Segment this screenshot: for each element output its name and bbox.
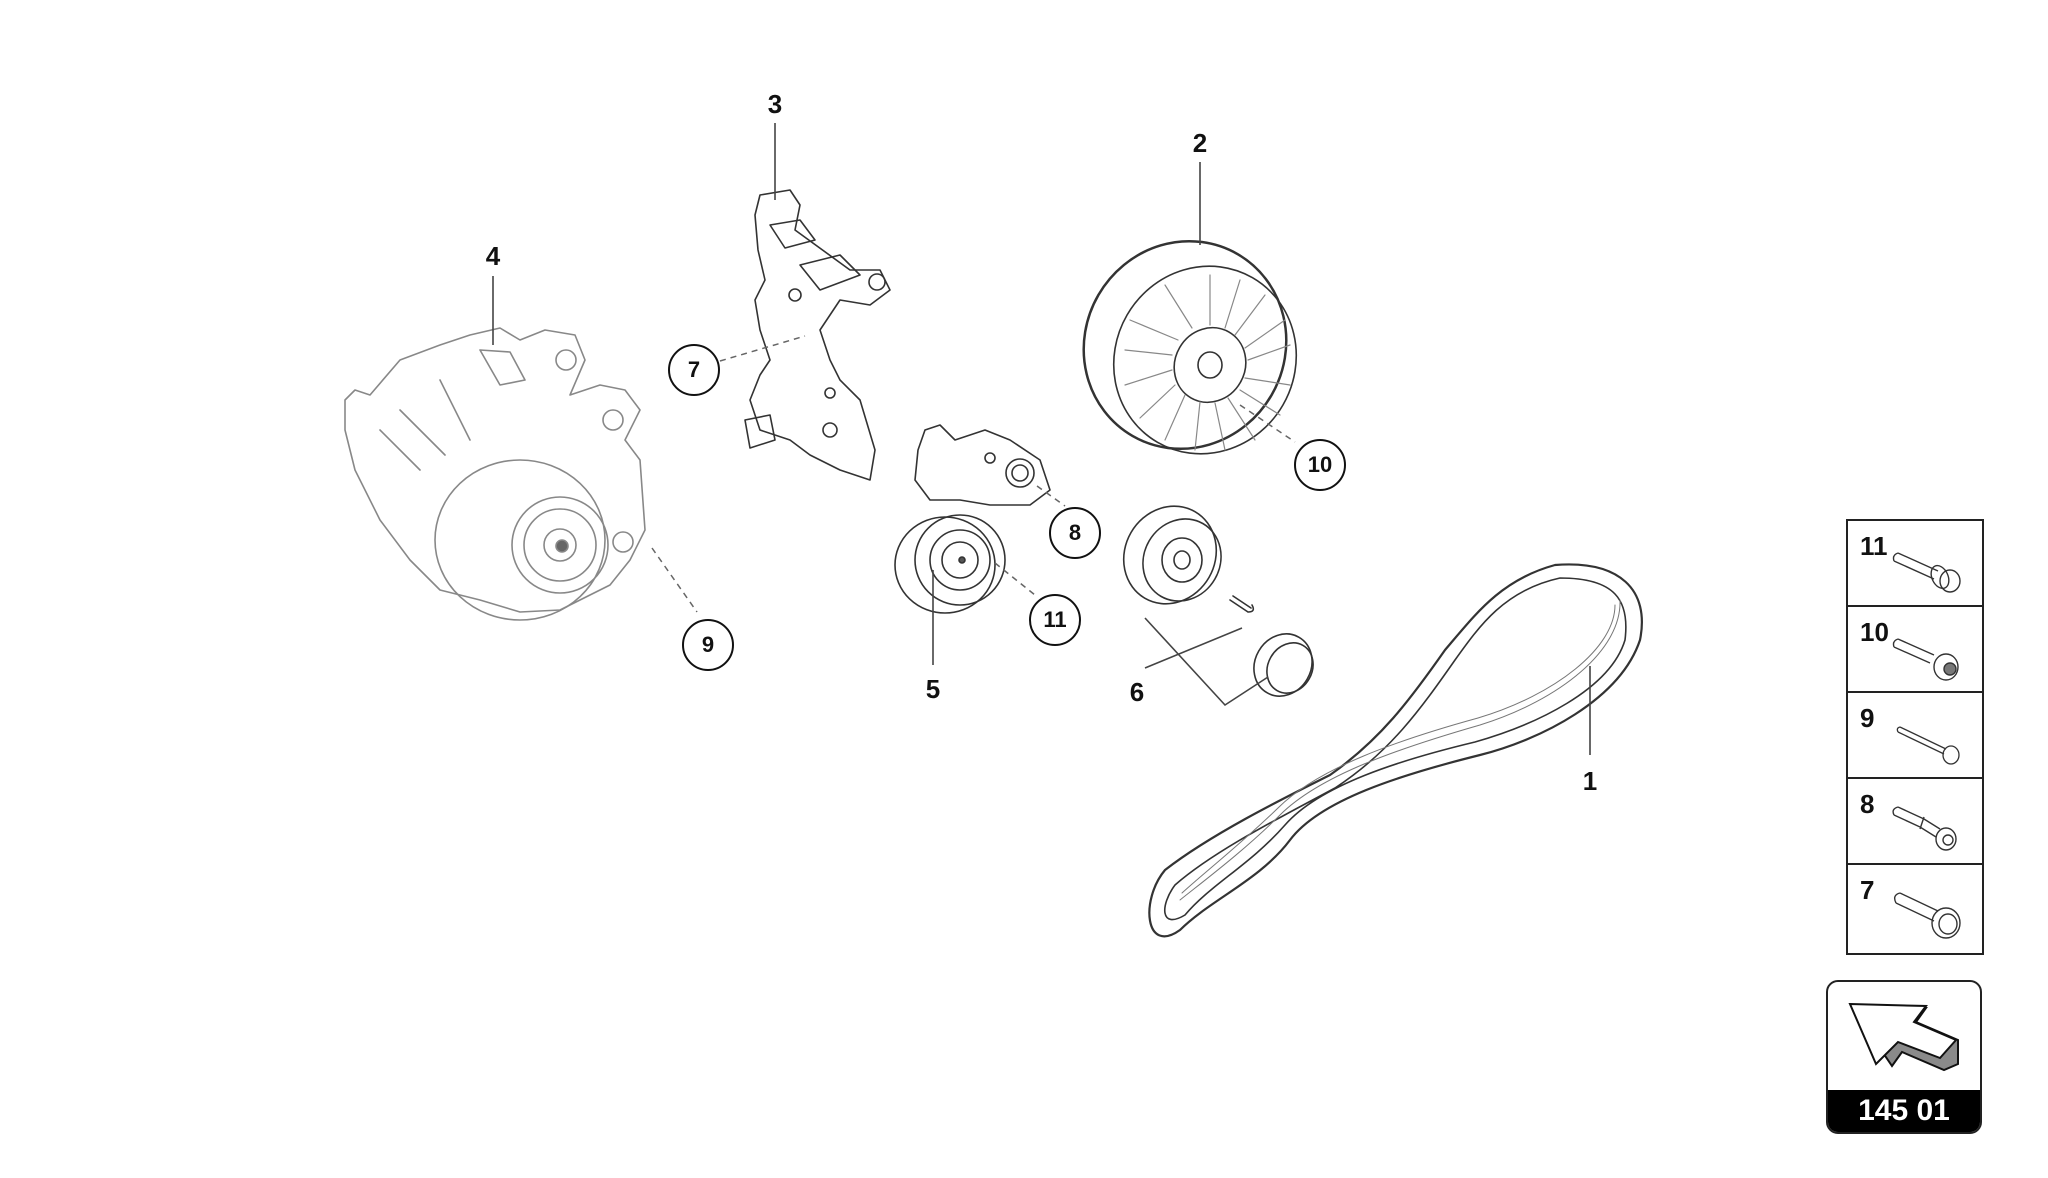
page-reference-button[interactable]: 145 01: [1826, 980, 1982, 1134]
bracket-drawing: [744, 189, 891, 481]
collar-socket-bolt-icon: [1893, 892, 1961, 939]
long-hex-bolt-icon: [1896, 726, 1960, 765]
belt-drawing: [1148, 563, 1643, 938]
page-reference-code: 145 01: [1828, 1090, 1980, 1132]
stepped-socket-bolt-icon: [1892, 806, 1957, 851]
part-label-4: 4: [485, 241, 501, 271]
pulley-drawing: [1082, 239, 1298, 455]
legend-row-11: 11: [1848, 521, 1982, 607]
legend-row-7: 7: [1848, 865, 1982, 953]
legend-row-10: 10: [1848, 607, 1982, 693]
legend-number: 7: [1860, 875, 1875, 905]
flange-hex-bolt-icon: [1892, 552, 1961, 593]
idler-pulley-drawing: [1122, 505, 1314, 697]
legend-number: 11: [1860, 531, 1888, 561]
legend-row-9: 9: [1848, 693, 1982, 779]
fastener-legend: 11 10 9: [1846, 519, 1984, 955]
part-label-3: 3: [767, 89, 783, 119]
socket-head-bolt-icon: [1892, 638, 1959, 681]
alternator-drawing: [344, 327, 646, 621]
part-label-2: 2: [1192, 128, 1208, 158]
arrow-up-left-icon: [1848, 1002, 1959, 1072]
legend-number: 8: [1860, 789, 1875, 819]
part-label-6: 6: [1129, 677, 1145, 707]
part-label-5: 5: [925, 674, 941, 704]
tensioner-drawing: [894, 424, 1051, 614]
callout-10: 10: [1294, 439, 1346, 491]
callout-8: 8: [1049, 507, 1101, 559]
legend-number: 10: [1860, 617, 1889, 647]
legend-row-8: 8: [1848, 779, 1982, 865]
callout-9: 9: [682, 619, 734, 671]
callout-11: 11: [1029, 594, 1081, 646]
part-label-1: 1: [1582, 766, 1598, 796]
legend-number: 9: [1860, 703, 1875, 733]
callout-7: 7: [668, 344, 720, 396]
